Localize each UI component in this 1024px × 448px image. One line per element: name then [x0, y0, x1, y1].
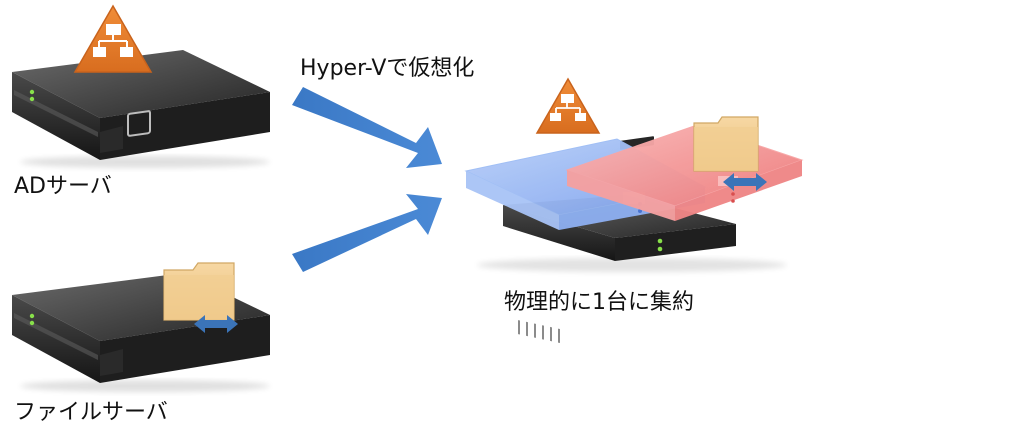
- double-arrow-icon: [194, 315, 238, 333]
- network-hierarchy-icon: [73, 4, 153, 73]
- ad-server-rack: [12, 50, 270, 168]
- network-hierarchy-icon: [535, 77, 601, 134]
- double-arrow-icon: [723, 173, 767, 191]
- file-server-label: ファイルサーバ: [14, 400, 168, 425]
- folder-icon: [163, 262, 235, 321]
- ad-server-label: ADサーバ: [14, 174, 112, 199]
- virtualization-label: Hyper-Vで仮想化: [300, 56, 475, 81]
- folder-icon: [693, 116, 759, 172]
- arrow-icon: [292, 87, 442, 272]
- consolidation-label: 物理的に1台に集約: [504, 290, 694, 315]
